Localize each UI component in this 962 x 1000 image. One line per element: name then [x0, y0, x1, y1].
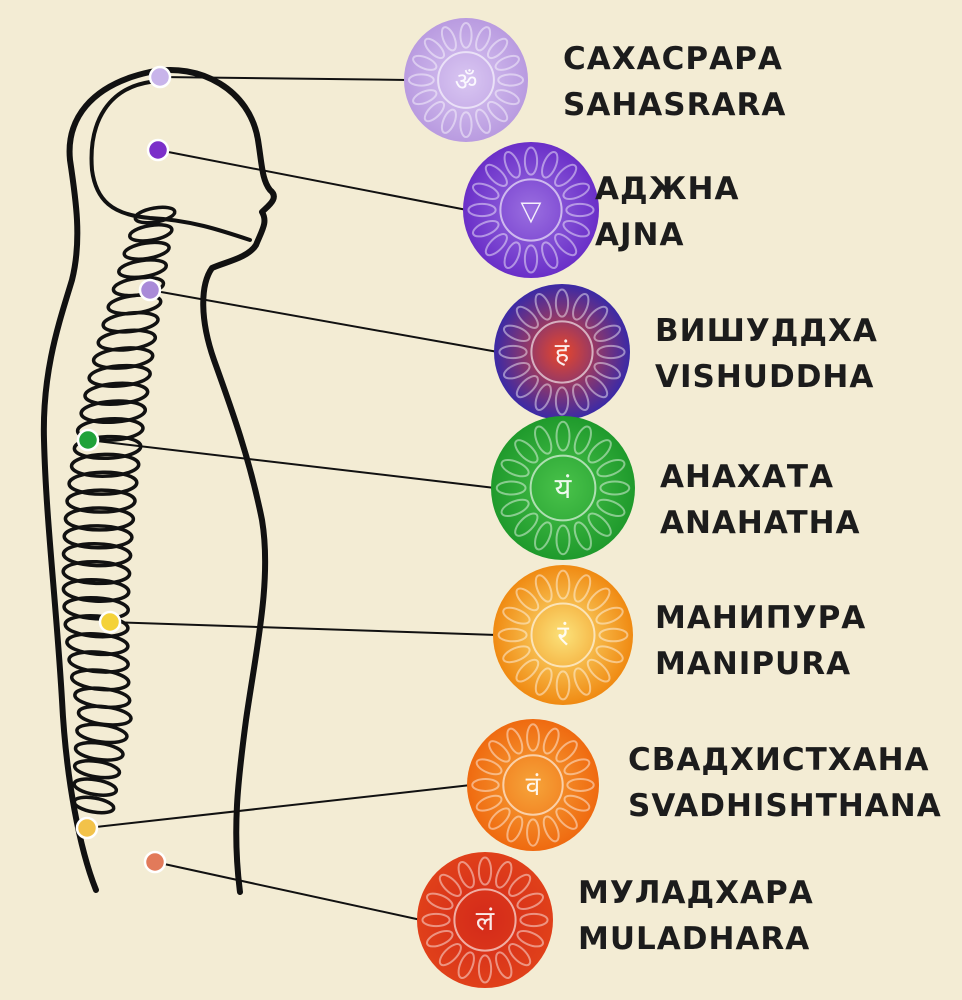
chakra-label: АНАХАТА ANAHATHA: [660, 454, 861, 546]
connector-line: [157, 149, 468, 211]
chakra-name-en: SVADHISHTHANA: [628, 788, 942, 824]
vertebra: [62, 524, 134, 550]
connector-line: [87, 439, 496, 489]
head-inner-line: [89, 80, 252, 242]
vertebra: [72, 759, 122, 780]
vertebra: [63, 506, 136, 532]
chakra-glyph: ॐ: [455, 67, 478, 96]
vertebra: [72, 795, 116, 815]
chakra-label: МУЛАДХАРА MULADHARA: [578, 870, 814, 962]
vertebra: [79, 399, 148, 425]
chakra-glyph: वं: [526, 771, 542, 802]
chakra-point: [138, 278, 162, 302]
chakra-name-en: AJNA: [595, 217, 685, 253]
chakra-name-en: MULADHARA: [578, 921, 811, 957]
chakra-glyph: यं: [555, 471, 573, 505]
body-outline-back: [40, 67, 277, 895]
vertebra: [62, 595, 130, 621]
vertebra: [65, 632, 130, 657]
connector-line: [159, 76, 409, 81]
vertebra: [75, 417, 145, 443]
chakra-glyph: हं: [555, 338, 570, 369]
spine: [61, 205, 177, 815]
vertebra: [83, 381, 150, 406]
chakra-symbol-manipura: रं: [493, 565, 633, 705]
chakra-label: СВАДХИСТХАНА SVADHISHTHANA: [628, 737, 942, 829]
chakra-point: [76, 428, 100, 452]
vertebra: [133, 205, 177, 225]
chakra-symbol-ajna: ▽: [463, 142, 599, 278]
chakra-name-en: SAHASRARA: [563, 87, 787, 123]
chakra-label: САХАСРАРА SAHASRARA: [563, 36, 786, 128]
chakra-name-ru: СВАДХИСТХАНА: [628, 742, 930, 778]
vertebra: [65, 488, 137, 514]
vertebra: [87, 363, 152, 388]
vertebra: [69, 452, 141, 478]
connector-line: [149, 289, 499, 353]
chakra-name-ru: АДЖНА: [595, 171, 740, 207]
chakra-name-ru: МАНИПУРА: [655, 600, 867, 636]
vertebra: [61, 577, 131, 603]
chakra-glyph: रं: [557, 619, 569, 652]
chakra-symbol-muladhara: लं: [417, 852, 553, 988]
connector-lines: [86, 76, 499, 921]
vertebra: [61, 542, 133, 568]
chakra-circles: ॐ ▽ हं यं रं वं लं: [404, 18, 635, 988]
chakra-glyph: ▽: [521, 196, 542, 227]
vertebra: [127, 223, 174, 243]
chakra-point: [148, 65, 172, 89]
vertebra: [72, 777, 119, 797]
chakra-name-en: VISHUDDHA: [655, 359, 875, 395]
chakra-name-ru: АНАХАТА: [660, 459, 834, 495]
chakra-name-ru: САХАСРАРА: [563, 41, 783, 77]
chakra-symbol-anahatha: यं: [491, 416, 635, 560]
vertebra: [61, 559, 132, 586]
chakra-point: [146, 138, 170, 162]
chakra-name-ru: ВИШУДДХА: [655, 313, 878, 349]
chakra-label: ВИШУДДХА VISHUDDHA: [655, 308, 878, 400]
chakra-label: МАНИПУРА MANIPURA: [655, 595, 866, 687]
chakra-symbol-svadhishthana: वं: [467, 719, 599, 851]
chakra-name-en: ANAHATHA: [660, 505, 861, 541]
chakra-name-en: MANIPURA: [655, 646, 852, 682]
chakra-point: [75, 816, 99, 840]
chakra-symbol-vishuddha: हं: [494, 284, 630, 420]
chakra-point: [143, 850, 167, 874]
chakra-point: [98, 610, 122, 634]
chakra-label: АДЖНА AJNA: [595, 166, 740, 258]
body-silhouette: [40, 67, 277, 895]
connector-line: [109, 621, 498, 636]
chakra-glyph: लं: [476, 906, 495, 937]
vertebra: [67, 470, 139, 496]
chakra-name-ru: МУЛАДХАРА: [578, 875, 814, 911]
connector-line: [86, 784, 472, 829]
vertebra: [91, 346, 155, 370]
connector-line: [154, 861, 422, 921]
vertebra: [73, 740, 125, 762]
chakra-points: [75, 65, 172, 874]
chakra-symbol-sahasrara: ॐ: [404, 18, 528, 142]
vertebra: [63, 614, 130, 639]
